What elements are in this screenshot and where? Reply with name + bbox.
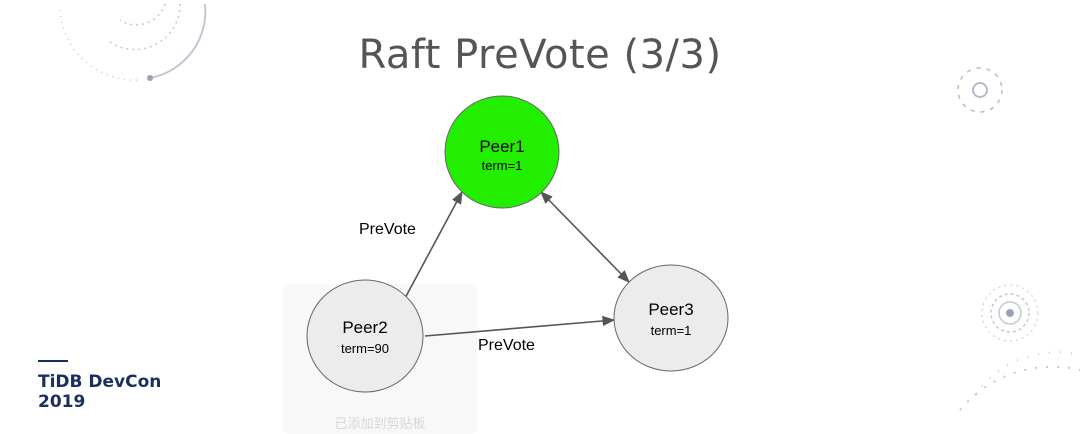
node-peer3: Peer3 term=1 [614, 265, 728, 371]
edge-label-peer2-peer1: PreVote [359, 221, 416, 238]
logo-line-2: 2019 [38, 392, 161, 412]
node-peer3-term: term=1 [651, 323, 692, 338]
logo-line-1: TiDB DevCon [38, 372, 161, 392]
node-peer1-name: Peer1 [479, 137, 524, 156]
edge-peer2-peer3 [425, 320, 614, 336]
edge-label-peer2-peer3: PreVote [478, 337, 535, 354]
logo-accent-bar [38, 360, 68, 362]
node-peer2-term: term=90 [341, 341, 389, 356]
node-peer2-name: Peer2 [342, 318, 387, 337]
node-peer1-term: term=1 [482, 158, 523, 173]
edge-peer2-peer1 [404, 192, 462, 300]
edge-peer1-peer3 [541, 192, 629, 282]
node-peer2: Peer2 term=90 [307, 280, 423, 392]
tidb-devcon-logo: TiDB DevCon 2019 [38, 372, 161, 412]
node-peer1: Peer1 term=1 [445, 96, 559, 208]
node-peer3-name: Peer3 [648, 300, 693, 319]
